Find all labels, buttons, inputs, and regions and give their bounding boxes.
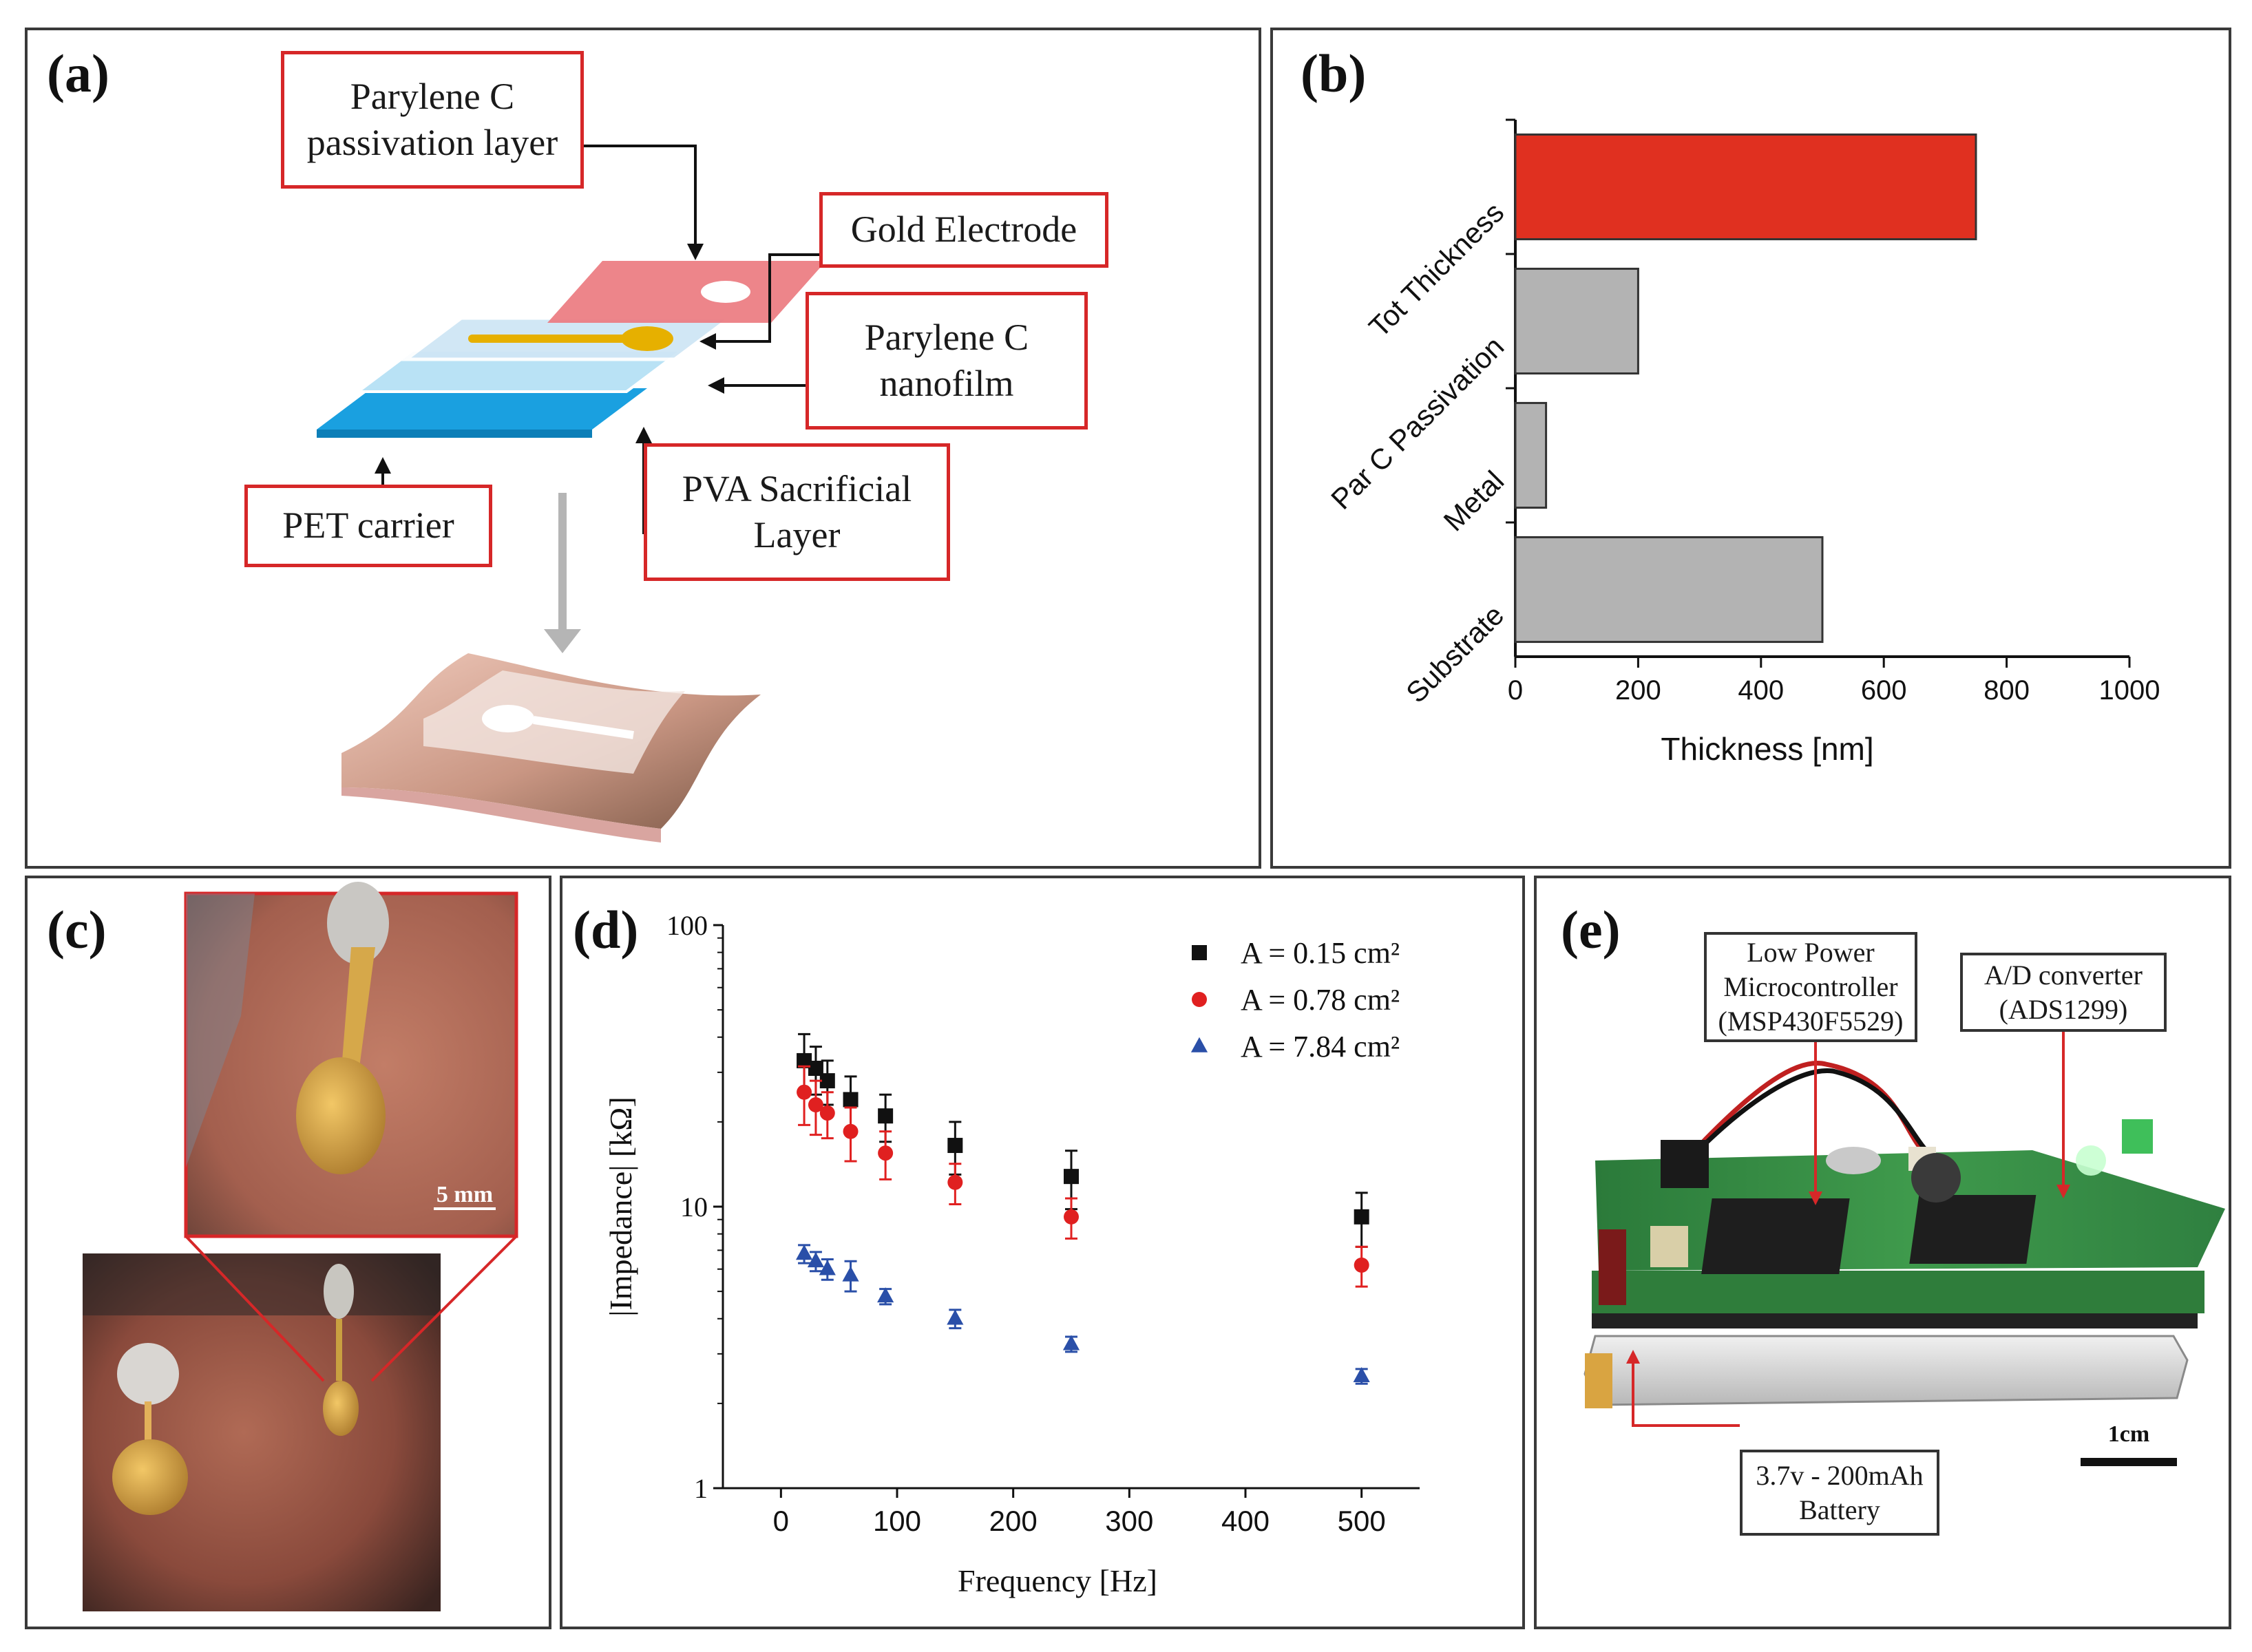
label-gold-electrode: Gold Electrode <box>819 192 1108 268</box>
data-point <box>808 1061 823 1077</box>
bar-tot-thickness <box>1514 133 1977 241</box>
panel-a: (a) <box>25 28 1261 869</box>
data-point <box>795 1245 813 1260</box>
y-tick-label: 1 <box>694 1473 708 1504</box>
panel-c-label: (c) <box>47 900 107 960</box>
data-point <box>797 1052 812 1068</box>
gold-trace <box>468 335 633 343</box>
data-point <box>878 1145 894 1161</box>
data-point <box>807 1252 825 1268</box>
data-point <box>1064 1209 1079 1225</box>
x-axis-title: Thickness [nm] <box>1661 731 1873 767</box>
data-point <box>947 1174 963 1190</box>
label-parylene-passivation: Parylene C passivation layer <box>281 51 584 189</box>
callout-microcontroller: Low Power Microcontroller (MSP430F5529) <box>1704 932 1917 1042</box>
x-tick-label: 100 <box>873 1505 921 1537</box>
pet-carrier-layer <box>317 388 647 430</box>
y-axis-title: |Impedance| [kΩ] <box>603 1097 638 1317</box>
legend-marker <box>1190 1037 1208 1052</box>
category-label: Tot Thickness <box>1362 196 1510 343</box>
category-label: Metal <box>1438 465 1511 538</box>
x-tick-label: 200 <box>1615 675 1661 706</box>
data-point <box>842 1266 859 1282</box>
skin-electrode-photo: 5 mm <box>83 882 518 1611</box>
data-point <box>797 1084 812 1100</box>
x-tick-label: 0 <box>773 1505 789 1537</box>
bar-metal <box>1514 401 1548 509</box>
series-2 <box>797 1065 1369 1288</box>
x-tick-label: 0 <box>1508 675 1523 706</box>
x-tick-label: 400 <box>1738 675 1784 706</box>
bar-par-c-passivation <box>1514 267 1639 375</box>
data-point <box>1354 1257 1369 1273</box>
label-parylene-nanofilm: Parylene C nanofilm <box>806 292 1088 430</box>
series-1 <box>797 1032 1369 1248</box>
x-axis-title: Frequency [Hz] <box>958 1563 1157 1598</box>
adc-chip <box>1909 1195 2037 1264</box>
panel-c: (c) <box>25 876 551 1629</box>
panel-a-label: (a) <box>47 43 109 103</box>
x-tick-label: 800 <box>1983 675 2030 706</box>
data-point <box>843 1123 859 1139</box>
callout-adc: A/D converter (ADS1299) <box>1960 953 2167 1032</box>
panel-b-label: (b) <box>1301 43 1367 103</box>
x-tick-label: 300 <box>1105 1505 1153 1537</box>
data-point <box>808 1097 823 1113</box>
bar-substrate <box>1514 536 1824 644</box>
series-3 <box>795 1244 1370 1385</box>
y-tick-label: 10 <box>680 1192 708 1222</box>
data-point <box>1062 1335 1080 1351</box>
data-point <box>1064 1169 1079 1185</box>
legend-marker <box>1192 992 1207 1007</box>
x-tick-label: 600 <box>1861 675 1907 706</box>
label-pva-sacrificial: PVA Sacrificial Layer <box>644 443 950 581</box>
battery <box>1583 1335 2189 1406</box>
label-pet-carrier: PET carrier <box>244 485 492 567</box>
panel-e-label: (e) <box>1561 900 1621 960</box>
data-point <box>1353 1367 1370 1383</box>
legend-label: A = 0.15 cm² <box>1241 936 1400 970</box>
scale-bar-label: 5 mm <box>436 1182 493 1207</box>
category-label: Substrate <box>1400 599 1510 709</box>
data-point <box>1354 1209 1369 1225</box>
x-tick-label: 500 <box>1338 1505 1386 1537</box>
legend-label: A = 0.78 cm² <box>1241 983 1400 1017</box>
panel-e: (e) <box>1534 876 2231 1629</box>
data-point <box>819 1073 835 1089</box>
gold-pad <box>621 326 673 351</box>
data-point <box>877 1287 894 1303</box>
x-tick-label: 200 <box>989 1505 1038 1537</box>
callout-battery: 3.7v - 200mAh Battery <box>1740 1450 1939 1536</box>
data-point <box>819 1105 835 1121</box>
data-point <box>819 1260 836 1275</box>
data-point <box>947 1309 964 1325</box>
x-tick-label: 1000 <box>2099 675 2160 706</box>
x-tick-label: 400 <box>1221 1505 1270 1537</box>
panel-d-label: (d) <box>573 900 639 960</box>
data-point <box>878 1108 894 1124</box>
legend-marker <box>1192 945 1207 960</box>
data-point <box>947 1138 963 1154</box>
passivation-layer <box>547 261 826 323</box>
mcu-chip <box>1701 1198 1850 1274</box>
passivation-opening <box>701 281 750 303</box>
scale-bar-1cm: 1cm <box>2108 1421 2149 1447</box>
data-point <box>843 1092 859 1108</box>
acquisition-board-photo: 1cm <box>1583 1013 2225 1466</box>
layer-stack-diagram <box>317 145 826 843</box>
y-tick-label: 100 <box>666 910 708 941</box>
legend-label: A = 7.84 cm² <box>1241 1030 1400 1063</box>
